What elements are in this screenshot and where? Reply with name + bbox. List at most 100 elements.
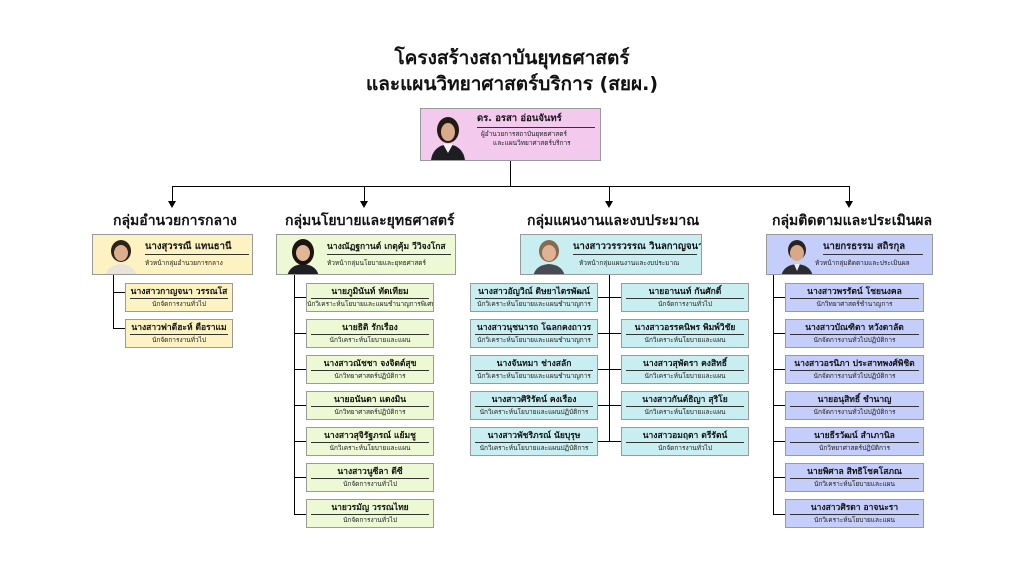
arrow-policy — [360, 201, 368, 208]
member-name: นายวรมัญ วรรณไทย — [311, 502, 429, 515]
policy-tree-branch — [294, 369, 306, 370]
director-stem — [510, 161, 511, 187]
member-name: นางสาวกันต์ธิญา สุริโย — [626, 394, 744, 407]
director-box: ดร. อรสา อ่อนจันทร์ ผู้อำนวยการสถาบันยุท… — [420, 108, 601, 161]
member-name: นางสาวนุชนารถ โฉลกคงถาวร — [475, 323, 593, 335]
group-title-policy: กลุ่มนโยบายและยุทธศาสตร์ — [285, 213, 455, 229]
admin-head-box: นางสุวรรณี แทนธานี หัวหน้ากลุ่มอำนวยการก… — [92, 234, 253, 275]
policy-member-box: นางสาวนูซีลา ดีซี นักจัดการงานทั่วไป — [306, 463, 434, 492]
eval-member-box: นางสาวพรรัตน์ โชยนงคล นักวิทยาศาสตร์ชำนา… — [785, 283, 924, 312]
member-position: นักวิเคราะห์นโยบายและแผน — [814, 516, 895, 524]
admin-head-name: นางสุวรรณี แทนธานี — [145, 241, 232, 252]
drop-plan — [609, 186, 610, 202]
policy-tree-branch — [294, 477, 306, 478]
arrow-admin — [168, 201, 176, 208]
member-name: นางสาวสุจิรัฐภรณ์ แย้มชู — [311, 430, 429, 443]
eval-tree-branch — [773, 477, 785, 478]
member-position: นักวิเคราะห์นโยบายและแผนชำนาญการพิเศษ — [307, 300, 434, 308]
policy-member-box: นางสาวณัชชา จงจิตต์สุข นักวิทยาศาสตร์ปฏิ… — [306, 355, 434, 384]
member-position: นักวิเคราะห์นโยบายและแผนชำนาญการ — [477, 300, 591, 308]
member-name: นางสาวอัญวิณ์ ดิษยาไตรพัฒน์ — [475, 286, 593, 299]
member-name: นายธิติ รักเรือง — [311, 322, 429, 335]
chart-title-line-2: และแผนวิทยาศาสตร์บริการ (สยผ.) — [365, 73, 659, 95]
eval-tree-branch — [773, 405, 785, 406]
plan-member-box-left: นางสาวอัญวิณ์ ดิษยาไตรพัฒน์ นักวิเคราะห์… — [470, 283, 598, 312]
policy-tree-branch — [294, 514, 306, 515]
arrow-eval — [845, 201, 853, 208]
admin-head-underline — [145, 254, 249, 255]
policy-member-box: นายธิติ รักเรือง นักวิเคราะห์นโยบายและแผ… — [306, 319, 434, 348]
member-position: นักจัดการงานทั่วไป — [342, 516, 398, 524]
eval-member-box: นายธีรวัฒน์ สำเภานิล นักวิทยาศาสตร์ปฏิบั… — [785, 427, 924, 456]
plan-head-position: หัวหน้ากลุ่มแผนงานและงบประมาณ — [579, 259, 680, 267]
member-position: นักจัดการงานทั่วไป — [657, 300, 713, 308]
eval-tree-branch — [773, 369, 785, 370]
eval-member-box: นางสาวบัณฑิตา หวังดาลัต นักจัดการงานทั่ว… — [785, 319, 924, 348]
member-position: นักวิทยาศาสตร์ปฏิบัติการ — [334, 372, 406, 380]
plan-tree-branch-left — [598, 333, 621, 334]
member-name: นายธีรวัฒน์ สำเภานิล — [790, 430, 919, 443]
director-name: ดร. อรสา อ่อนจันทร์ — [477, 113, 562, 124]
eval-head-photo — [781, 240, 813, 274]
policy-member-box: นายวรมัญ วรรณไทย นักจัดการงานทั่วไป — [306, 499, 434, 528]
policy-head-name: นางณัฏฐกานต์ เกตุคุ้ม วีวิจงโกส — [327, 242, 446, 252]
member-position: นักจัดการงานทั่วไปปฏิบัติการ — [813, 372, 896, 380]
member-name: นายอนันดา แดงมิน — [311, 394, 429, 407]
group-title-admin: กลุ่มอำนวยการกลาง — [113, 213, 237, 229]
policy-member-box: นางสาวสุจิรัฐภรณ์ แย้มชู นักวิเคราะห์นโย… — [306, 427, 434, 456]
member-position: นักจัดการงานทั่วไป — [342, 480, 398, 488]
policy-tree-branch — [294, 297, 306, 298]
member-name: นายพิศาล สิทธิโชคโสภณ — [790, 466, 919, 479]
member-position: นักจัดการงานทั่วไปปฏิบัติการ — [813, 408, 896, 416]
group-title-eval: กลุ่มติดตามและประเมินผล — [772, 213, 933, 229]
plan-member-box-left: นางสาวนุชนารถ โฉลกคงถาวร นักวิเคราะห์นโย… — [470, 319, 598, 348]
eval-member-box: นายพิศาล สิทธิโชคโสภณ นักวิเคราะห์นโยบาย… — [785, 463, 924, 492]
plan-member-box-right: นางสาวสุพัตรา คงสิทธิ์ นักวิเคราะห์นโยบา… — [621, 355, 749, 384]
admin-tree-branch-1 — [113, 292, 125, 293]
plan-head-box: นางสาววรรวรรณ วินลกาญจนา หัวหน้ากลุ่มแผน… — [520, 234, 702, 275]
eval-head-box: นายกรธรรม สถิรกุล หัวหน้ากลุ่มติดตามและป… — [766, 234, 933, 275]
plan-tree-branch-left — [598, 297, 621, 298]
member-name: นางสาวอมฤตา ตรีรัตน์ — [626, 430, 744, 443]
member-position: นักวิทยาศาสตร์ปฏิบัติการ — [334, 408, 406, 416]
plan-member-box-right: นางสาวอมฤตา ตรีรัตน์ นักจัดการงานทั่วไป — [621, 427, 749, 456]
member-position: นักจัดการงานทั่วไป — [151, 336, 207, 344]
drop-admin — [172, 186, 173, 202]
policy-tree-branch — [294, 441, 306, 442]
member-name: นายภูมินันท์ ทัดเทียม — [311, 286, 429, 299]
group-title-plan: กลุ่มแผนงานและงบประมาณ — [527, 213, 700, 229]
eval-member-box: นางสาวศิรดา อาจนะรา นักวิเคราะห์นโยบายแล… — [785, 499, 924, 528]
member-position: นักวิเคราะห์นโยบายและแผน — [329, 336, 411, 344]
member-name: นางสาวอรรคนิพร พิมพ์วิชัย — [626, 322, 744, 335]
plan-member-box-right: นางสาวกันต์ธิญา สุริโย นักวิเคราะห์นโยบา… — [621, 391, 749, 420]
member-name: นางสาวณัชชา จงจิตต์สุข — [311, 358, 429, 371]
policy-tree-branch — [294, 405, 306, 406]
group-bus — [172, 186, 849, 187]
admin-tree-vertical — [113, 275, 114, 328]
member-position: นักวิเคราะห์นโยบายและแผน — [644, 408, 726, 416]
member-name: นายอนุสิทธิ์ ชำนาญ — [790, 394, 919, 407]
admin-head-photo — [105, 240, 137, 274]
plan-tree-vertical — [609, 275, 610, 441]
eval-tree-branch — [773, 441, 785, 442]
eval-member-box: นายอนุสิทธิ์ ชำนาญ นักจัดการงานทั่วไปปฏิ… — [785, 391, 924, 420]
policy-head-position: หัวหน้ากลุ่มนโยบายและยุทธศาสตร์ — [327, 259, 427, 267]
admin-member-box: นางสาวฟาตีฮะห์ ดือราแม นักจัดการงานทั่วไ… — [125, 319, 233, 348]
policy-head-underline — [327, 254, 451, 255]
plan-member-box-right: นายอานนท์ กันศักดิ์ นักจัดการงานทั่วไป — [621, 283, 749, 312]
plan-member-box-left: นางสาวพัชริภรณ์ นัยบุรุษ นักวิเคราะห์นโย… — [470, 427, 598, 456]
eval-tree-branch — [773, 297, 785, 298]
eval-tree-branch — [773, 333, 785, 334]
eval-head-name: นายกรธรรม สถิรกุล — [823, 241, 906, 252]
member-name: นางสาวศิริรัตน์ คงเรือง — [475, 394, 593, 407]
member-position: นักวิเคราะห์นโยบายและแผนปฏิบัติการ — [479, 444, 589, 452]
drop-policy — [364, 186, 365, 202]
policy-tree-vertical — [294, 275, 295, 515]
eval-head-position: หัวหน้ากลุ่มติดตามและประเมินผล — [815, 259, 910, 267]
policy-tree-branch — [294, 333, 306, 334]
member-position: นักวิเคราะห์นโยบายและแผนปฏิบัติการ — [479, 408, 589, 416]
policy-head-photo — [287, 239, 319, 274]
member-position: นักวิทยาศาสตร์ชำนาญการ — [816, 300, 893, 308]
member-name: นางสาวสุพัตรา คงสิทธิ์ — [626, 358, 744, 371]
admin-tree-branch-2 — [113, 328, 125, 329]
